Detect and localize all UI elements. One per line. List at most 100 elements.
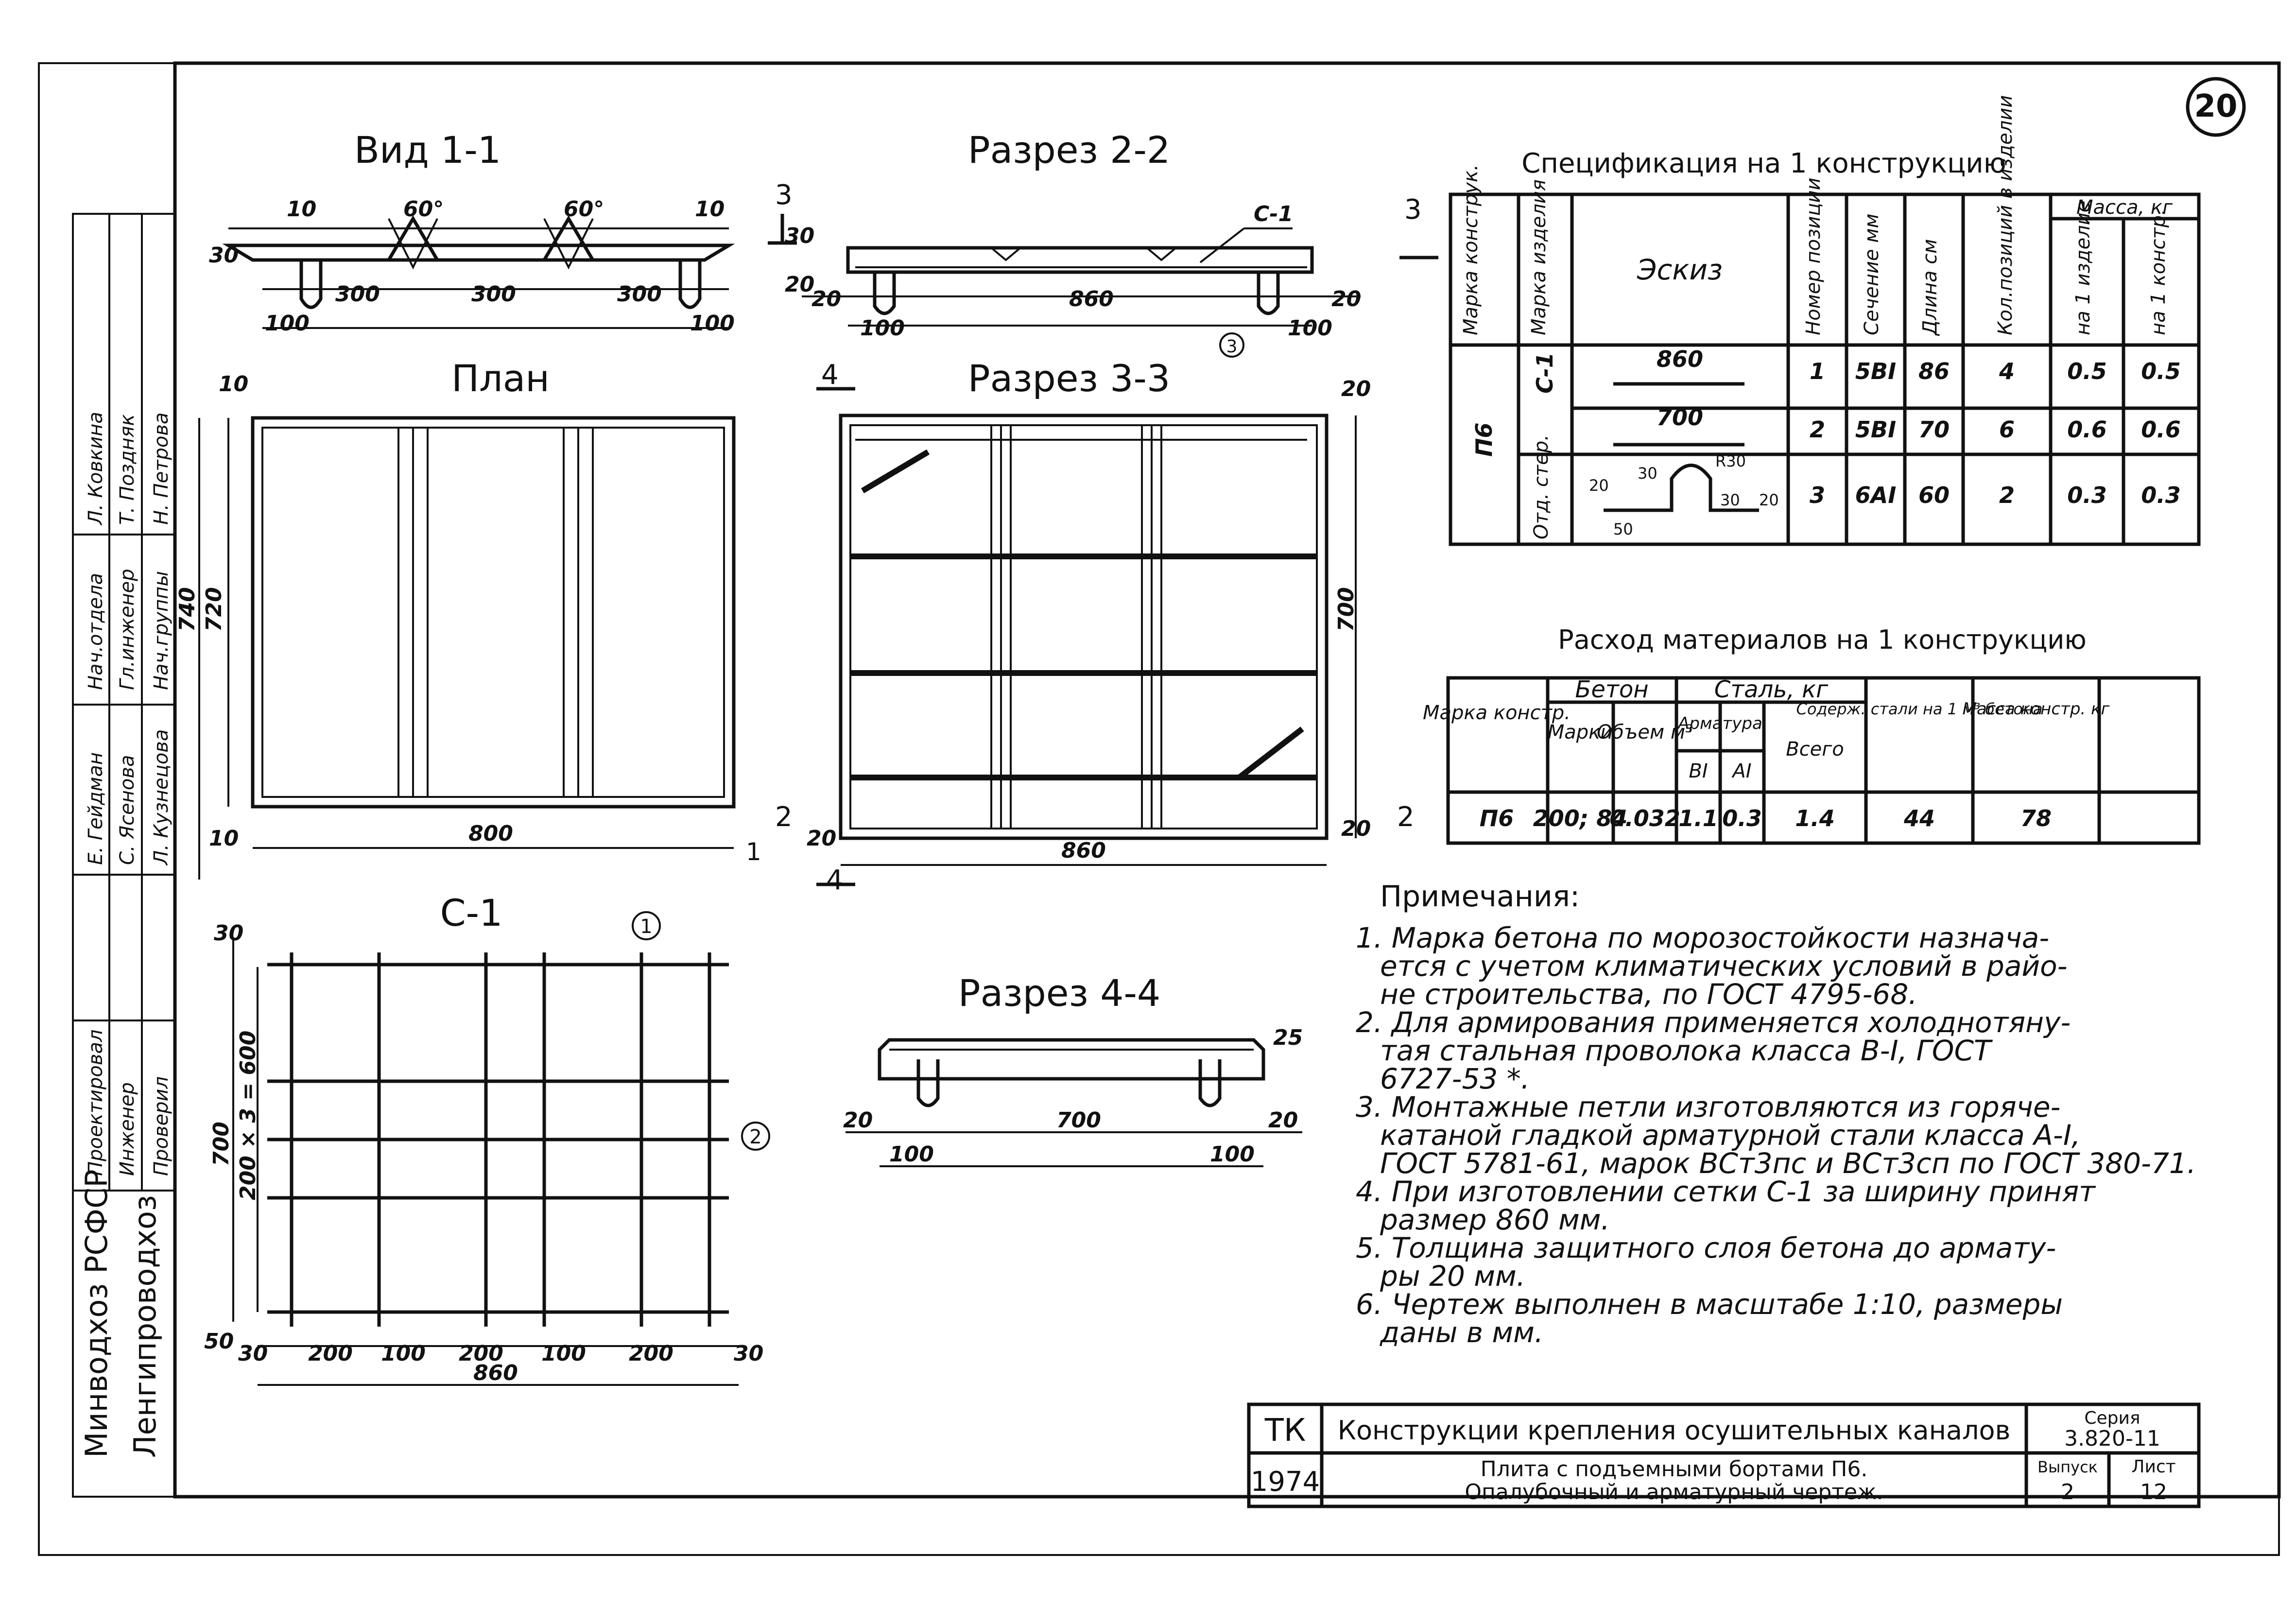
razrez22-h30: 30 [785, 224, 814, 248]
rashod-marki: 200; 84 [1533, 805, 1627, 831]
razrez22-h20: 20 [785, 272, 814, 297]
c1-d50: 50 [204, 1329, 234, 1354]
spec-sketch-c: R30 [1715, 452, 1746, 470]
c1-pos2: 2 [749, 1126, 761, 1148]
c1-title: С-1 [440, 891, 503, 934]
vid11-ang2: 60° [564, 197, 604, 222]
note-line: размер 860 мм. [1380, 1203, 1610, 1236]
note-line: 4. При изготовлении сетки С-1 за ширину … [1356, 1175, 2096, 1208]
spec-row-nomer: 3 [1810, 482, 1825, 508]
rashod-ai: 0.3 [1722, 805, 1762, 831]
view-razrez-3-3: Разрез 3-3 4 20 700 20 20 860 2 4 [775, 357, 1371, 896]
marker-2-left: 2 [775, 801, 793, 833]
spec-sketch-b: 30 [1638, 464, 1657, 483]
notes: Примечания: 1. Марка бетона по морозосто… [1356, 880, 2196, 1349]
c1-d200c: 200 [629, 1341, 673, 1366]
note-line: катаной гладкой арматурной стали класса … [1380, 1119, 2080, 1152]
razrez44-title: Разрез 4-4 [958, 971, 1161, 1015]
spec-konstr: П6 [1471, 422, 1497, 457]
spec-h-na1konstr: на 1 констр. [2147, 209, 2170, 335]
side-name-2: Т. Поздняк [116, 414, 138, 525]
vid11-d300c: 300 [617, 282, 662, 307]
stamp-tk: ТК [1264, 1413, 1306, 1449]
note-line: тая стальная проволока класса В-I, ГОСТ [1380, 1034, 1993, 1067]
title-block: ТК 1974 Конструкции крепления осушительн… [1247, 1402, 2201, 1508]
spec-row-sech: 6АI [1855, 482, 1897, 508]
marker-4-top: 4 [821, 359, 839, 391]
spec-row-kol: 6 [1999, 416, 2015, 443]
rashod-h-obem: Объем м³ [1597, 721, 1693, 743]
razrez22-c1: С-1 [1254, 202, 1293, 226]
view-vid-1-1: Вид 1-1 10 60° 60° 10 30 100 300 300 300… [209, 128, 735, 336]
vid11-d100a: 100 [265, 311, 310, 336]
vid11-d300a: 300 [335, 282, 380, 307]
spec-table: Спецификация на 1 конструкцию 3 Марка ко… [1399, 95, 2201, 546]
spec-row-nomer: 2 [1810, 416, 1825, 443]
rashod-vsego: 1.4 [1795, 805, 1835, 831]
spec-row-dlina: 86 [1918, 358, 1950, 384]
rashod-title: Расход материалов на 1 конструкцию [1558, 624, 2087, 655]
vid11-ang1: 60° [403, 197, 444, 222]
stamp-seria-label: Серия [2084, 1408, 2140, 1428]
side-role-5: Инженер [116, 1082, 138, 1176]
c1-d30b: 30 [734, 1341, 763, 1366]
side-org-1: Минводхоз РСФСР [79, 1169, 114, 1458]
spec-row-m1: 0.3 [2067, 482, 2107, 508]
plan-d720: 720 [202, 587, 226, 632]
rashod-h-soderzh: Содерж. стали на 1 м³ бетона [1796, 700, 2042, 718]
spec-izd-otd: Отд. стер. [1530, 434, 1553, 539]
spec-sketch-d: 30 [1720, 491, 1740, 509]
rashod-h-beton: Бетон [1575, 676, 1648, 703]
note-line: 3. Монтажные петли изготовляются из горя… [1356, 1090, 2060, 1123]
stamp-title2a: Плита с подъемными бортами П6. [1481, 1457, 1868, 1482]
side-role-6: Проверил [150, 1076, 173, 1176]
rashod-marka: П6 [1480, 805, 1514, 831]
c1-pos1: 1 [640, 916, 652, 938]
side-name-5: С. Ясенова [116, 755, 138, 865]
spec-row-kol: 2 [1999, 482, 2015, 508]
razrez44-d100a: 100 [889, 1142, 934, 1167]
side-role-3: Нач.группы [150, 571, 173, 690]
razrez44-d100b: 100 [1210, 1142, 1255, 1167]
spec-h-dlina: Длина см [1919, 239, 1941, 336]
razrez44-d20b: 20 [1268, 1108, 1298, 1133]
c1-d30a: 30 [238, 1341, 268, 1366]
razrez22-d860: 860 [1069, 287, 1114, 311]
spec-row-m2: 0.5 [2141, 358, 2181, 384]
razrez44-d700: 700 [1056, 1108, 1101, 1133]
spec-h-marka-konstr: Марка конструк. [1460, 164, 1482, 335]
sheet-number-circle [2186, 77, 2246, 137]
c1-d100b: 100 [541, 1341, 586, 1366]
stamp-year: 1974 [1251, 1466, 1320, 1498]
vid11-d100b: 100 [690, 311, 735, 336]
spec-izd-c1: С-1 [1532, 352, 1558, 394]
vid11-h30: 30 [209, 243, 239, 268]
note-line: 1. Марка бетона по морозостойкости назна… [1356, 921, 2049, 954]
rashod-massa: 78 [2020, 805, 2052, 831]
spec-row-dlina: 60 [1918, 482, 1950, 508]
razrez33-d20b: 20 [1341, 816, 1371, 841]
marker-3-top: 3 [775, 179, 793, 211]
stamp-title2b: Опалубочный и арматурный чертеж. [1465, 1480, 1883, 1504]
spec-title: Спецификация на 1 конструкцию [1521, 148, 2006, 179]
view-c1-mesh: С-1 30 700 200 × 3 = 600 50 30 200 100 2… [204, 891, 770, 1386]
spec-row-dlina: 70 [1918, 416, 1950, 443]
plan-d10a: 10 [219, 372, 248, 397]
razrez33-d860: 860 [1061, 838, 1106, 863]
note-line: ГОСТ 5781-61, марок ВСт3пс и ВСт3сп по Г… [1380, 1147, 2196, 1180]
spec-h-marka-izd: Марка изделия [1528, 179, 1550, 335]
stamp-seria: 3.820-11 [2064, 1426, 2160, 1451]
stamp-list: 12 [2140, 1480, 2167, 1504]
note-line: 6. Чертеж выполнен в масштабе 1:10, разм… [1356, 1288, 2063, 1321]
spec-h-eskiz: Эскиз [1637, 253, 1723, 286]
rashod-soderzh: 44 [1903, 805, 1935, 831]
rashod-h-armatura: Арматура [1677, 714, 1762, 733]
razrez33-title: Разрез 3-3 [968, 357, 1171, 400]
note-line: 5. Толщина защитного слоя бетона до арма… [1356, 1231, 2056, 1264]
rashod-h-vsego: Всего [1786, 738, 1844, 760]
c1-d200x3: 200 × 3 = 600 [236, 1031, 260, 1200]
c1-d200a: 200 [308, 1341, 353, 1366]
spec-row-m1: 0.5 [2067, 358, 2107, 384]
marker-3-right: 3 [1404, 194, 1422, 225]
side-stamp: Нач.отдела Гл.инженер Нач.группы Проекти… [72, 213, 176, 1498]
